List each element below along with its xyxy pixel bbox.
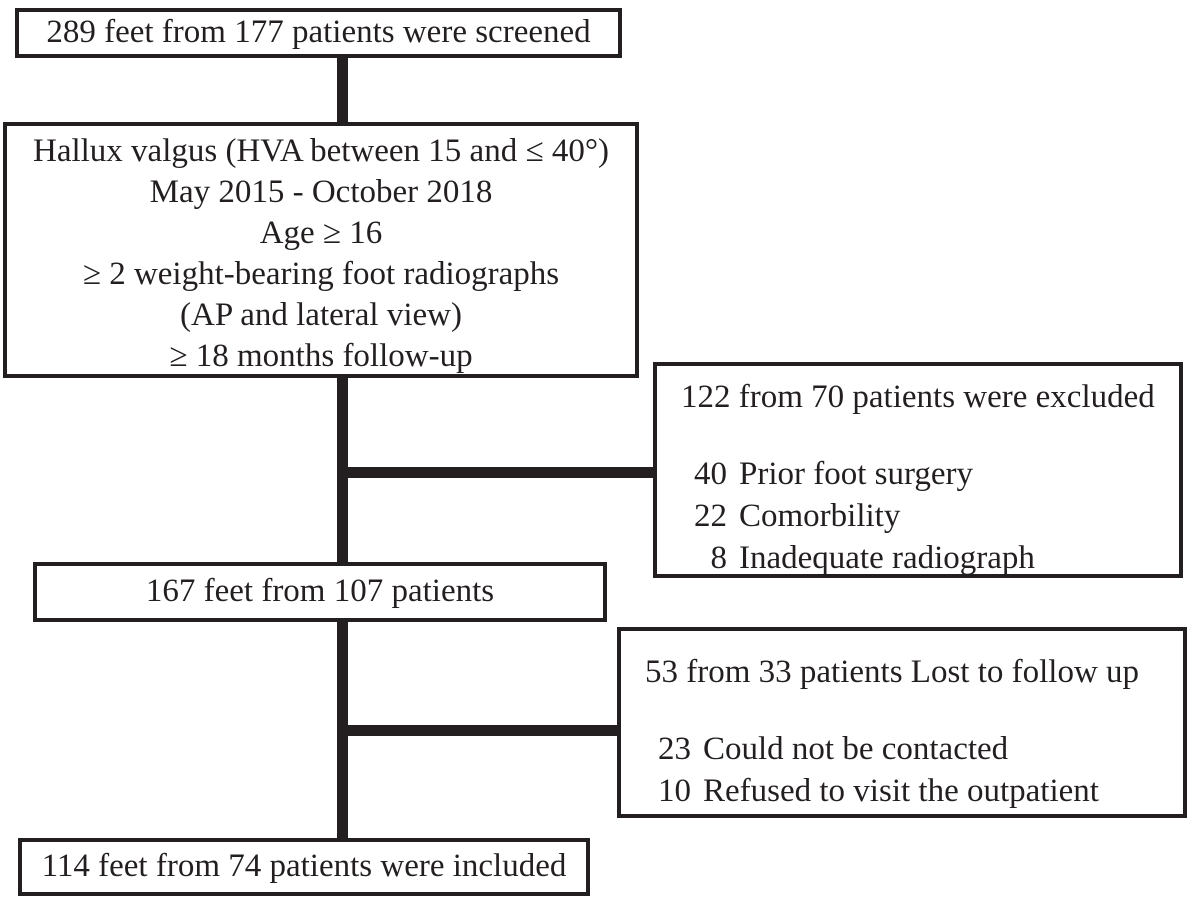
box-included: 114 feet from 74 patients were included [18,838,590,896]
box-criteria: Hallux valgus (HVA between 15 and ≤ 40°)… [3,122,639,378]
excluded-item-label: Prior foot surgery [739,456,974,492]
lost-item-count: 10 [658,773,691,809]
excluded-item-label: Inadequate radiograph [739,540,1035,576]
box-lost-to-follow-up: 53 from 33 patients Lost to follow up 23… [617,627,1187,818]
excluded-item-count: 40 [694,456,727,492]
box-screened: 289 feet from 177 patients were screened [15,8,622,58]
box-remaining: 167 feet from 107 patients [33,562,607,622]
excluded-item-count: 22 [694,498,727,534]
excluded-item: 40 Prior foot surgery [681,453,1169,495]
excluded-items: 40 Prior foot surgery 22 Comorbility 8 I… [681,453,1169,579]
criteria-line: (AP and lateral view) [180,297,462,333]
excluded-item-count: 8 [710,540,728,576]
lost-item: 23 Could not be contacted [645,728,1173,770]
excluded-item: 8 Inadequate radiograph [681,537,1169,579]
criteria-line: Age ≥ 16 [259,215,383,251]
criteria-line: ≥ 2 weight-bearing foot radiographs [82,256,560,292]
remaining-text: 167 feet from 107 patients [145,573,495,610]
lost-item-count: 23 [658,731,691,767]
included-text: 114 feet from 74 patients were included [41,848,567,885]
excluded-item-label: Comorbility [739,498,901,534]
lost-items: 23 Could not be contacted 10 Refused to … [645,728,1173,812]
criteria-line: Hallux valgus (HVA between 15 and ≤ 40°) [32,133,610,169]
criteria-line: ≥ 18 months follow-up [169,338,473,374]
connector-screened-to-criteria [337,58,348,124]
screened-text: 289 feet from 177 patients were screened [46,14,591,51]
criteria-line: May 2015 - October 2018 [149,174,493,210]
excluded-item: 22 Comorbility [681,495,1169,537]
lost-title: 53 from 33 patients Lost to follow up [645,654,1140,690]
lost-item: 10 Refused to visit the outpatient [645,770,1173,812]
connector-branch-lost [342,725,621,736]
excluded-title: 122 from 70 patients were excluded [681,379,1155,415]
connector-branch-excluded [342,467,657,478]
lost-item-label: Could not be contacted [703,731,1009,767]
lost-item-label: Refused to visit the outpatient [703,773,1099,809]
box-excluded: 122 from 70 patients were excluded 40 Pr… [653,362,1183,578]
